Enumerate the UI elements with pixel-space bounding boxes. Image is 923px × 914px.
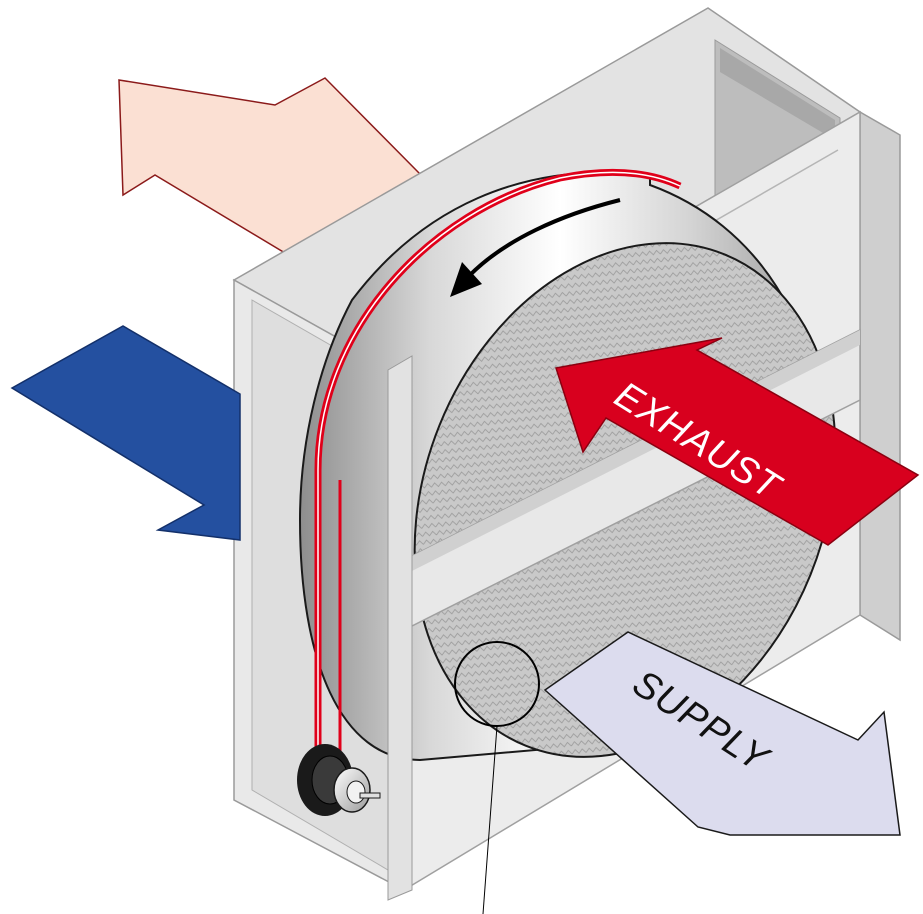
housing-rear-inner-shadow	[720, 48, 835, 140]
motor-hub-inner	[346, 780, 366, 804]
rotation-arrowhead	[450, 262, 482, 297]
motor-shaft	[359, 792, 381, 799]
callout-leader-line	[482, 725, 498, 914]
housing-front-post	[387, 355, 413, 901]
drive-belt-highlight	[317, 171, 681, 780]
supply-arrow	[543, 631, 901, 836]
exhaust-arrow	[555, 337, 920, 546]
rotation-direction-arrow	[468, 198, 621, 277]
housing-right-side-face	[859, 110, 901, 642]
outdoor-air-arrow	[10, 325, 241, 541]
